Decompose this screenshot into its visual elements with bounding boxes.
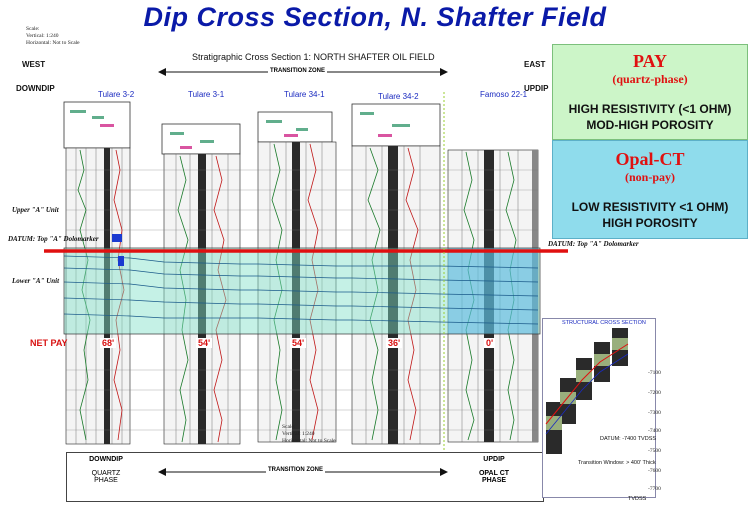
phase-left-bot: PHASE <box>94 477 118 484</box>
bottom-scale-label: Scale: <box>282 424 296 430</box>
structural-tvdss: TVDSS <box>628 496 647 502</box>
well-name-tulare-34-1: Tulare 34-1 <box>284 90 325 99</box>
net-pay-value: 0' <box>484 338 496 348</box>
phase-panel <box>66 452 544 502</box>
section-title: Stratigraphic Cross Section 1: NORTH SHA… <box>192 52 435 62</box>
bottom-scale-note: Scale: Vertical: 1:240 Horizontal: Not t… <box>282 424 336 445</box>
downdip-label: DOWNDIP <box>16 84 55 93</box>
pay-title: PAY <box>632 51 667 71</box>
pay-line2: MOD-HIGH POROSITY <box>586 118 714 132</box>
well-name-famoso-22-1: Famoso 22-1 <box>480 90 528 99</box>
bottom-scale-horizontal: Horizontal: Not to Scale <box>282 438 336 444</box>
net-pay-value: 54' <box>196 338 213 348</box>
datum-label-left: DATUM: Top "A" Dolomarker <box>8 235 99 243</box>
phase-left-top: DOWNDIP <box>89 456 123 463</box>
transition-label-top: TRANSITION ZONE <box>268 68 327 74</box>
bottom-scale-vertical: Vertical: 1:240 <box>282 431 315 437</box>
pay-subtitle: (quartz-phase) <box>612 72 688 86</box>
well-name-tulare-34-2: Tulare 34-2 <box>378 92 419 101</box>
net-pay-label: NET PAY <box>30 338 68 348</box>
opal-line1: LOW RESISTIVITY <1 OHM) <box>571 200 729 214</box>
scale-vertical: Vertical: 1:240 <box>26 33 59 39</box>
structural-diagram <box>545 328 629 454</box>
east-label: EAST <box>524 60 546 69</box>
well-name-tulare-3-1: Tulare 3-1 <box>188 90 225 99</box>
pay-legend-box: PAY (quartz-phase) HIGH RESISTIVITY (<1 … <box>552 44 748 140</box>
depth-tick: -7100 <box>648 370 661 376</box>
phase-right-bot: PHASE <box>481 477 507 484</box>
opal-legend-box: Opal-CT (non-pay) LOW RESISTIVITY <1 OHM… <box>552 140 748 239</box>
opal-line2: HIGH POROSITY <box>602 216 698 230</box>
net-pay-value: 68' <box>100 338 117 348</box>
depth-tick: -7300 <box>648 410 661 416</box>
opal-subtitle: (non-pay) <box>624 170 675 184</box>
pay-line1: HIGH RESISTIVITY (<1 OHM) <box>568 102 732 116</box>
structural-window: Transition Window: > 400' Thick <box>578 460 656 466</box>
phase-right-top: UPDIP <box>483 456 505 463</box>
scale-horizontal: Horizontal: Not to Scale <box>26 40 80 46</box>
west-label: WEST <box>22 60 46 69</box>
well-name-tulare-3-2: Tulare 3-2 <box>98 90 135 99</box>
phase-right-mid: OPAL CT <box>478 470 510 477</box>
net-pay-value: 36' <box>386 338 403 348</box>
depth-tick: -7500 <box>648 448 661 454</box>
structural-datum: DATUM: -7400 TVDSS <box>600 436 657 442</box>
depth-tick: -7400 <box>648 428 661 434</box>
scale-note: Scale: Vertical: 1:240 Horizontal: Not t… <box>26 26 80 47</box>
phase-right: UPDIP OPAL CT PHASE <box>454 456 534 484</box>
upper-unit-label: Upper "A" Unit <box>12 206 59 214</box>
datum-label-right: DATUM: Top "A" Dolomarker <box>548 240 639 248</box>
transition-label-bottom: TRANSITION ZONE <box>266 467 325 473</box>
depth-tick: -7200 <box>648 390 661 396</box>
phase-left: DOWNDIP QUARTZ PHASE <box>66 456 146 484</box>
scale-label: Scale: <box>26 26 40 32</box>
depth-tick: -7600 <box>648 468 661 474</box>
net-pay-value: 54' <box>290 338 307 348</box>
depth-tick: -7700 <box>648 486 661 492</box>
structural-title: STRUCTURAL CROSS SECTION <box>562 320 646 326</box>
opal-title: Opal-CT <box>615 149 685 169</box>
updip-label: UPDIP <box>524 84 549 93</box>
page-title: Dip Cross Section, N. Shafter Field <box>143 2 607 32</box>
opal-correlation-band <box>448 248 538 334</box>
phase-left-mid: QUARTZ <box>91 470 121 477</box>
lower-unit-label: Lower "A" Unit <box>12 277 60 285</box>
